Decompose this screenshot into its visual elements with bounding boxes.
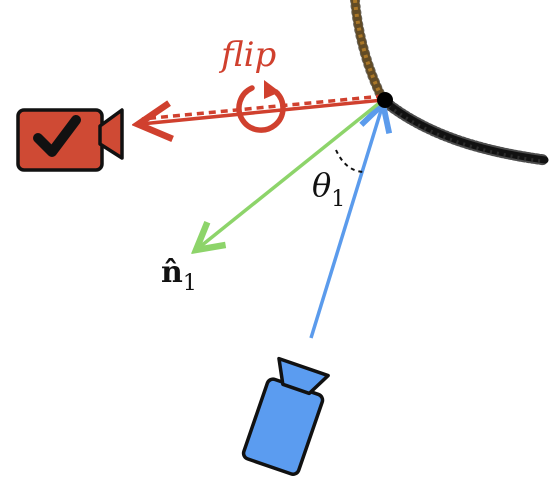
angle-arc — [335, 149, 366, 173]
flipped-ray-solid — [141, 98, 384, 124]
view-ray — [309, 104, 383, 339]
surface-curve — [377, 94, 551, 166]
rotate-arrow-icon — [236, 80, 286, 133]
normal-vector — [196, 98, 385, 250]
camera-with-checkmark-icon — [16, 108, 124, 172]
normal-label: n̂1 — [161, 255, 197, 296]
surface-highlight — [350, 0, 388, 105]
theta-label: θ1 — [312, 166, 345, 212]
flipped-ray-dashed — [141, 94, 384, 121]
flip-label: flip — [218, 35, 276, 75]
surface-point — [377, 92, 393, 108]
camera-icon — [241, 356, 330, 476]
